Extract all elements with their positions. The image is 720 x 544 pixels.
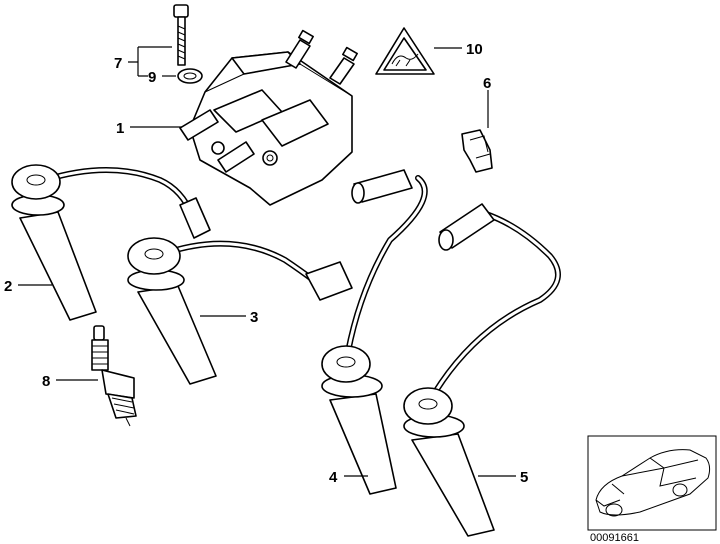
callout-7: 7 bbox=[114, 55, 122, 72]
ignition-coil[interactable] bbox=[179, 29, 358, 206]
ignition-lead-3[interactable] bbox=[127, 237, 353, 385]
bolt[interactable] bbox=[173, 4, 189, 66]
spark-plug[interactable] bbox=[91, 325, 137, 427]
ignition-lead-2[interactable] bbox=[11, 164, 211, 321]
ignition-lead-4[interactable] bbox=[321, 169, 428, 495]
washer[interactable] bbox=[177, 68, 203, 84]
car-thumbnail-icon bbox=[587, 435, 717, 531]
callout-1: 1 bbox=[116, 120, 124, 137]
warning-triangle-icon[interactable] bbox=[375, 27, 435, 75]
callout-3: 3 bbox=[250, 309, 258, 326]
callout-5: 5 bbox=[520, 469, 528, 486]
callout-9: 9 bbox=[148, 69, 156, 86]
ignition-lead-5[interactable] bbox=[403, 203, 561, 537]
callout-10: 10 bbox=[466, 41, 483, 58]
callout-6: 6 bbox=[483, 75, 491, 92]
document-id: 00091661 bbox=[590, 532, 639, 544]
cable-clip[interactable] bbox=[461, 129, 493, 173]
callout-2: 2 bbox=[4, 278, 12, 295]
callout-4: 4 bbox=[329, 469, 338, 486]
leader-lines bbox=[18, 46, 516, 477]
callout-8: 8 bbox=[42, 373, 50, 390]
